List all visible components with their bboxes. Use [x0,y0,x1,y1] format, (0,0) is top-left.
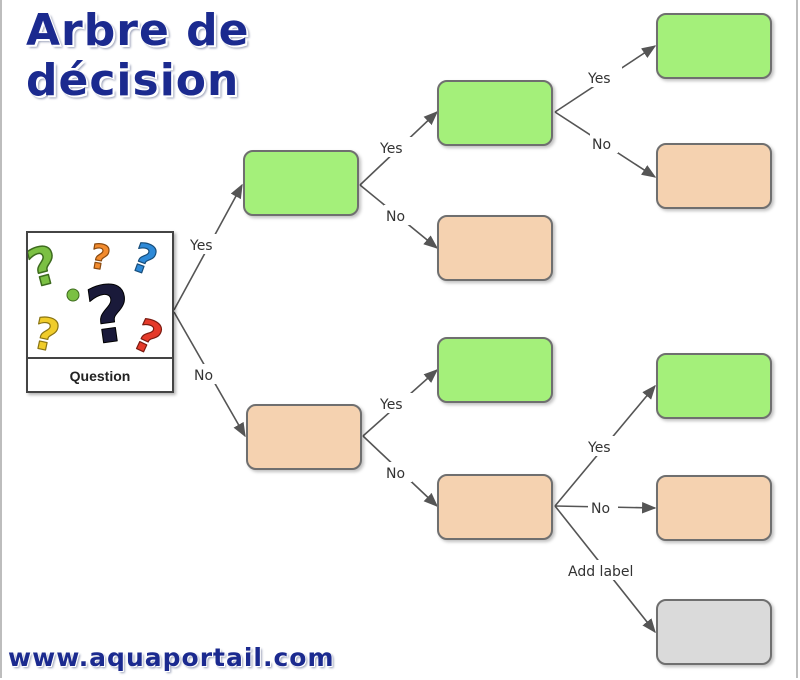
root-question-node[interactable]: ? ? ? ? ? ? Question [26,231,174,393]
edge-label-a-no: No [386,209,405,225]
edge-label-a-yes: Yes [379,141,403,157]
title-line-1: Arbre de [26,5,250,56]
node-f-no[interactable] [656,143,772,209]
page-title: Arbre de décision [26,6,249,106]
node-k-empty[interactable] [656,599,772,665]
svg-text:?: ? [81,268,138,355]
edge-label-b-yes: Yes [379,397,403,413]
node-g-no[interactable] [437,474,553,540]
edge-label-c-no: No [592,137,611,153]
edge-label-b-no: No [386,466,405,482]
edge-label-g-no: No [591,501,610,517]
svg-text:?: ? [125,234,163,285]
node-h-yes[interactable] [437,337,553,403]
edge-label-root-yes: Yes [189,238,213,254]
node-d-no[interactable] [437,215,553,281]
node-b-no[interactable] [246,404,362,470]
edge-label-g-yes: Yes [587,440,611,456]
node-i-yes[interactable] [656,353,772,419]
edge-label-c-yes: Yes [587,71,611,87]
svg-text:?: ? [28,235,66,301]
node-j-no[interactable] [656,475,772,541]
node-e-yes[interactable] [656,13,772,79]
title-line-2: décision [26,55,240,106]
root-question-label: Question [28,357,172,393]
edge-label-root-no: No [194,368,213,384]
svg-text:?: ? [28,308,64,355]
site-url: www.aquaportail.com [8,643,335,672]
node-a-yes[interactable] [243,150,359,216]
question-marks-icon: ? ? ? ? ? ? [28,234,170,355]
node-c-yes[interactable] [437,80,553,146]
edge-label-g-add: Add label [568,564,633,580]
